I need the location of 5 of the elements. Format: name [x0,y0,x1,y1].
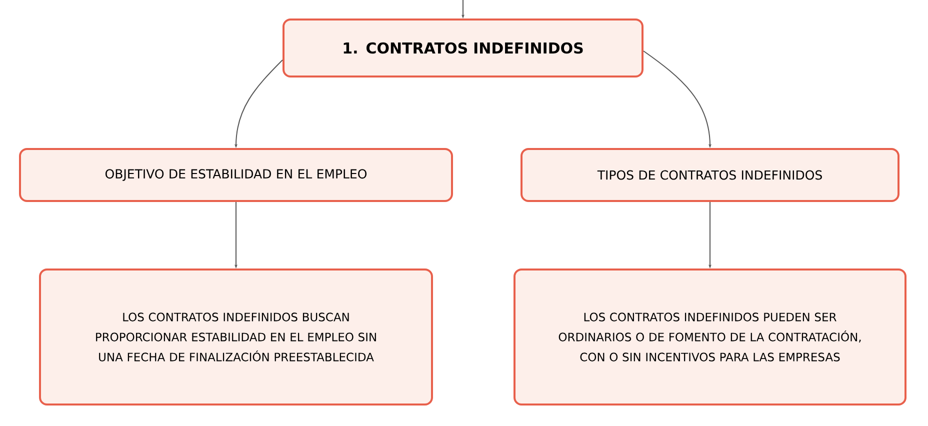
subtopic-box: TIPOS DE CONTRATOS INDEFINIDOS [520,148,900,202]
topic-box: 1. CONTRATOS INDEFINIDOS [282,18,644,78]
subtopic-box: OBJETIVO DE ESTABILIDAD EN EL EMPLEO [19,148,453,202]
description-box: LOS CONTRATOS INDEFINIDOS BUSCAN PROPORCIONAR ESTABILIDAD EN EL EMPLEO SIN UNA FECHA DE FINALIZACIÓN PREESTABLECIDA [39,268,433,406]
description-box: LOS CONTRATOS INDEFINIDOS PUEDEN SER ORDINARIOS O DE FOMENTO DE LA CONTRATACIÓN, CON O SIN INCENTIVOS PARA LAS EMPRESAS [514,268,906,406]
